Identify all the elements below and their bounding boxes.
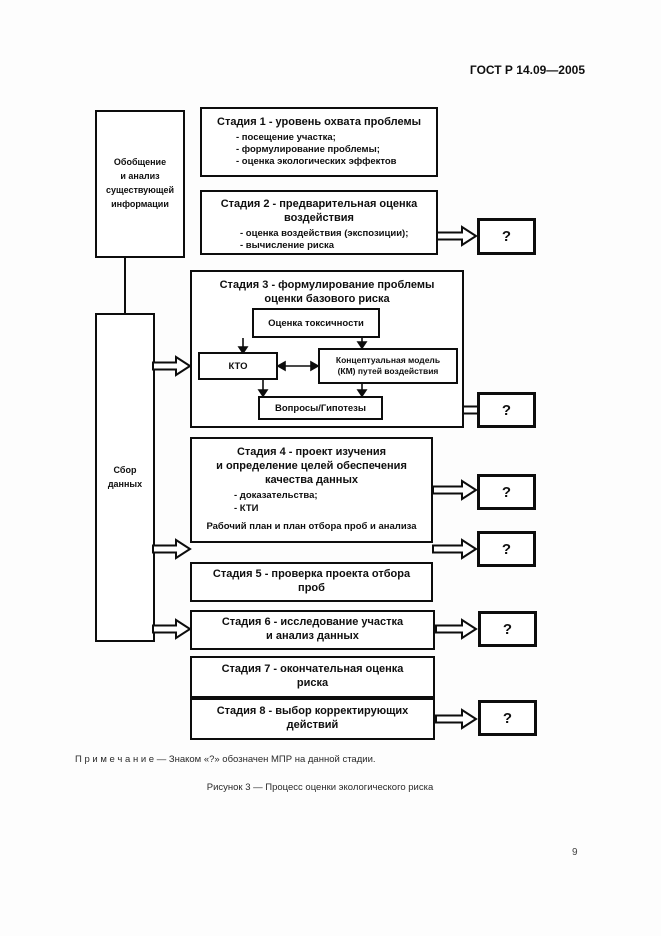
stage-1-box: Стадия 1 - уровень охвата проблемы - пос… (200, 107, 438, 177)
stage-1-bullet: - посещение участка; (236, 131, 336, 143)
block-arrow-icon (432, 538, 478, 560)
summary-box: Обобщение и анализ существующей информац… (95, 110, 185, 258)
data-collection-box-label: Сбор данных (107, 464, 143, 489)
stage-3-title: Стадия 3 - формулирование проблемы оценк… (219, 279, 435, 305)
mpr-box-stage-4b: ? (477, 531, 536, 567)
block-arrow-icon (152, 355, 192, 377)
mpr-box-stage-2: ? (477, 218, 536, 255)
stage-4-title: Стадия 4 - проект изучения и определение… (216, 446, 407, 486)
stage-8-box: Стадия 8 - выбор корректирующих действий (190, 698, 435, 740)
flow-arrows-icon (237, 336, 368, 398)
stage-5-box: Стадия 5 - проверка проекта отбора проб (190, 562, 433, 602)
figure-caption: Рисунок 3 — Процесс оценки экологическог… (206, 782, 434, 793)
kto-box: КТО (198, 352, 278, 380)
stage-4-box: Стадия 4 - проект изучения и определение… (190, 437, 433, 543)
block-arrow-icon (432, 479, 478, 501)
stage-7-title: Стадия 7 - окончательная оценка риска (221, 663, 404, 689)
mpr-box-stage-6: ? (478, 611, 537, 647)
questions-hypotheses-box: Вопросы/Гипотезы (258, 396, 383, 420)
block-arrow-icon (435, 708, 478, 730)
note-text: П р и м е ч а н и е — Знаком «?» обознач… (75, 754, 376, 765)
stage-4-bullet: - КТИ (234, 502, 259, 514)
block-arrow-icon (436, 225, 478, 247)
stage-8-title: Стадия 8 - выбор корректирующих действий (216, 705, 409, 731)
stage-2-title: Стадия 2 - предварительная оценка воздей… (220, 198, 418, 224)
stage-1-title: Стадия 1 - уровень охвата проблемы (217, 116, 421, 128)
stage-7-box: Стадия 7 - окончательная оценка риска (190, 656, 435, 698)
conceptual-model-box: Концептуальная модель (КМ) путей воздейс… (318, 348, 458, 384)
stage-4-bullet: - доказательства; (234, 490, 318, 502)
stage-1-bullet: - формулирование проблемы; (236, 144, 380, 156)
page-number: 9 (572, 847, 578, 858)
stage-1-bullet: - оценка экологических эффектов (236, 156, 397, 168)
stage-6-box: Стадия 6 - исследование участка и анализ… (190, 610, 435, 650)
stage-4-footer: Рабочий план и план отбора проб и анализ… (206, 520, 417, 532)
stage-2-bullet: - вычисление риска (240, 239, 335, 251)
stage-2-box: Стадия 2 - предварительная оценка воздей… (200, 190, 438, 255)
stage-5-title: Стадия 5 - проверка проекта отбора проб (212, 568, 411, 594)
summary-box-label: Обобщение и анализ существующей информац… (105, 157, 175, 209)
block-arrow-icon (152, 538, 192, 560)
mpr-box-stage-4a: ? (477, 474, 536, 510)
mpr-box-stage-8: ? (478, 700, 537, 736)
connector-line (124, 258, 126, 313)
stage-6-title: Стадия 6 - исследование участка и анализ… (221, 616, 404, 642)
toxicity-assessment-box: Оценка токсичности (252, 308, 380, 338)
mpr-box-stage-3: ? (477, 392, 536, 428)
block-arrow-icon (152, 618, 192, 640)
stage-2-bullet: - оценка воздействия (экспозиции); (240, 227, 409, 239)
block-arrow-icon (435, 618, 478, 640)
data-collection-box: Сбор данных (95, 313, 155, 642)
standard-number: ГОСТ Р 14.09—2005 (469, 63, 585, 77)
